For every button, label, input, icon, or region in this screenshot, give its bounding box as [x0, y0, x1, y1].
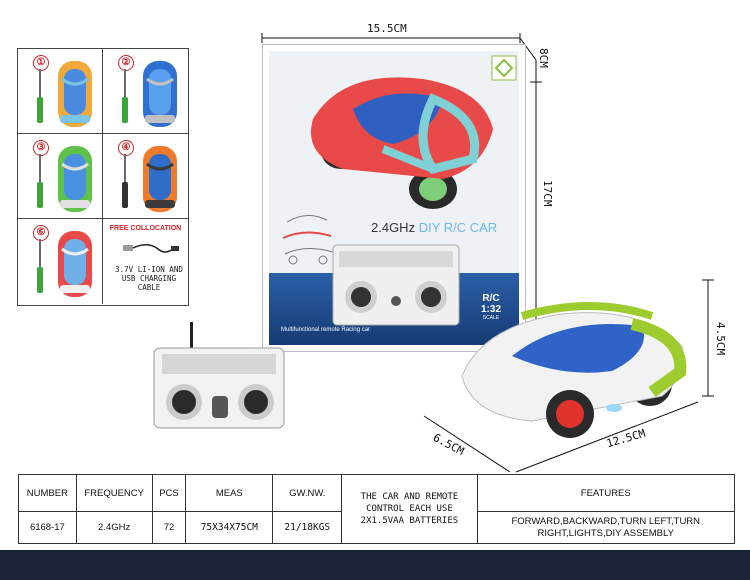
- box-width-label: 15.5CM: [367, 22, 407, 35]
- spec-table: NUMBER FREQUENCY PCS MEAS GW.NW. THE CAR…: [18, 474, 735, 544]
- header-pcs: PCS: [151, 474, 187, 512]
- car-dimension-lines: [423, 279, 714, 473]
- header-frequency: FREQUENCY: [75, 474, 153, 512]
- box-height-label: 17CM: [541, 180, 554, 207]
- scale-text: SCALE: [482, 315, 500, 321]
- spec-table-row: 6168-17 2.4GHz 72 75X34X75CM 21/18KGS FO…: [18, 511, 735, 544]
- car-image: [461, 302, 687, 438]
- variant-cell-6: ⑥: [18, 219, 103, 304]
- variant-cell-3: ③: [18, 134, 103, 219]
- box-car-image: [311, 77, 493, 209]
- variant-grid: ① ② ③ ④: [17, 48, 189, 306]
- brand-logo-icon: [491, 55, 517, 81]
- scale-value: 1:32: [480, 304, 501, 315]
- value-number: 6168-17: [18, 511, 77, 544]
- free-collocation-text: 3.7V LI-ION AND USB CHARGING CABLE: [115, 265, 183, 292]
- scale-badge: R/C 1:32 SCALE: [469, 293, 513, 321]
- free-collocation-title: FREE COLLOCATION: [109, 225, 182, 232]
- car-height-label: 4.5CM: [714, 322, 727, 356]
- charging-cable-icon: [123, 244, 179, 253]
- variant-car-image: [37, 61, 92, 127]
- assembly-diagram-icon: [282, 215, 334, 265]
- box-title-highlight: DIY R/C CAR: [418, 220, 498, 235]
- box-remote-image: [332, 244, 460, 326]
- header-gw-nw: GW.NW.: [272, 474, 343, 512]
- variant-car-image: [122, 146, 177, 212]
- battery-note: THE CAR AND REMOTE CONTROL EACH USE 2X1.…: [341, 474, 478, 544]
- box-title-main: 2.4GHz: [371, 220, 419, 235]
- variant-car-image: [122, 61, 177, 127]
- free-collocation-cell: FREE COLLOCATION 3.7V LI-ION AND USB CHA…: [103, 219, 188, 304]
- variant-cell-1: ①: [18, 49, 103, 134]
- variant-cell-4: ④: [103, 134, 188, 219]
- value-features: FORWARD,BACKWARD,TURN LEFT,TURN RIGHT,LI…: [476, 511, 735, 544]
- box-depth-label: 8CM: [537, 48, 550, 68]
- scale-rc-label: R/C: [482, 293, 500, 304]
- header-number: NUMBER: [18, 474, 77, 512]
- box-title: 2.4GHz DIY R/C CAR: [371, 220, 497, 235]
- variant-car-image: [37, 146, 92, 212]
- header-meas: MEAS: [185, 474, 274, 512]
- remote-control-image: [153, 322, 285, 429]
- value-meas: 75X34X75CM: [185, 511, 274, 544]
- variant-cell-2: ②: [103, 49, 188, 134]
- spec-table-header-row: NUMBER FREQUENCY PCS MEAS GW.NW. THE CAR…: [18, 474, 735, 544]
- value-pcs: 72: [151, 511, 187, 544]
- header-features: FEATURES: [476, 474, 735, 512]
- package-box: 2.4GHz DIY R/C CAR Multifunctional remot…: [262, 44, 526, 352]
- variant-car-image: [37, 231, 92, 297]
- footer-bar: [0, 550, 750, 580]
- value-frequency: 2.4GHz: [75, 511, 153, 544]
- value-gw-nw: 21/18KGS: [272, 511, 343, 544]
- box-subtitle: Multifunctional remote Racing car: [281, 327, 371, 333]
